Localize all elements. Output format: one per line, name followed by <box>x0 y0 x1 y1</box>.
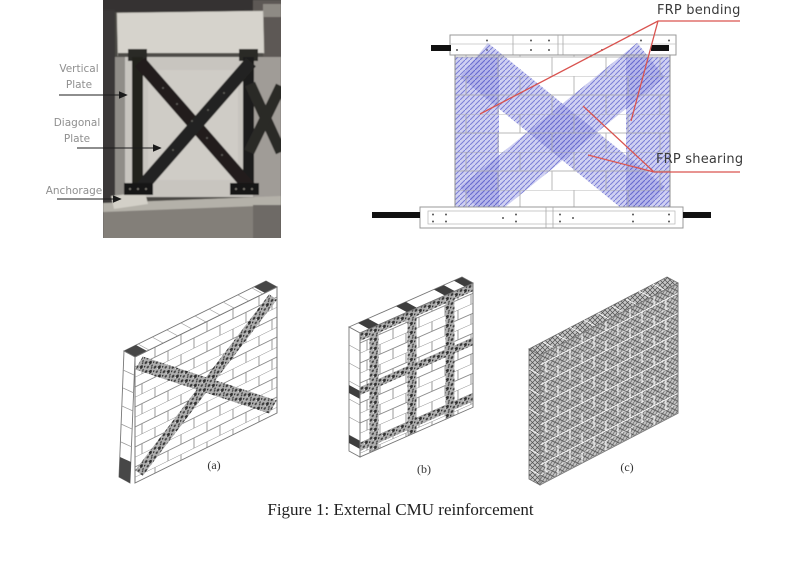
drawing-c <box>528 276 679 486</box>
bottom-beam <box>419 206 684 229</box>
frp-bending-callout <box>479 20 740 122</box>
bottom-bar-left <box>372 212 420 218</box>
top-bar-left <box>431 45 451 51</box>
diagonal-plate-2 <box>135 57 256 194</box>
foundation-block <box>103 205 281 238</box>
top-bar-right <box>651 45 669 51</box>
bottom-bar-right <box>683 212 711 218</box>
label-arrows <box>57 91 162 203</box>
annotation-lines <box>479 20 740 173</box>
cap-beam <box>116 10 265 57</box>
vertical-plate-left <box>132 57 143 195</box>
drawing-b <box>347 276 475 458</box>
masonry-photo <box>103 0 281 238</box>
strip-diagonal-2 <box>135 294 277 476</box>
drawing-a <box>118 280 278 484</box>
frp-shearing-callout <box>582 105 740 173</box>
frp-diagram <box>372 20 740 229</box>
strip-grid <box>360 283 473 453</box>
vertical-plate-right <box>243 57 254 195</box>
